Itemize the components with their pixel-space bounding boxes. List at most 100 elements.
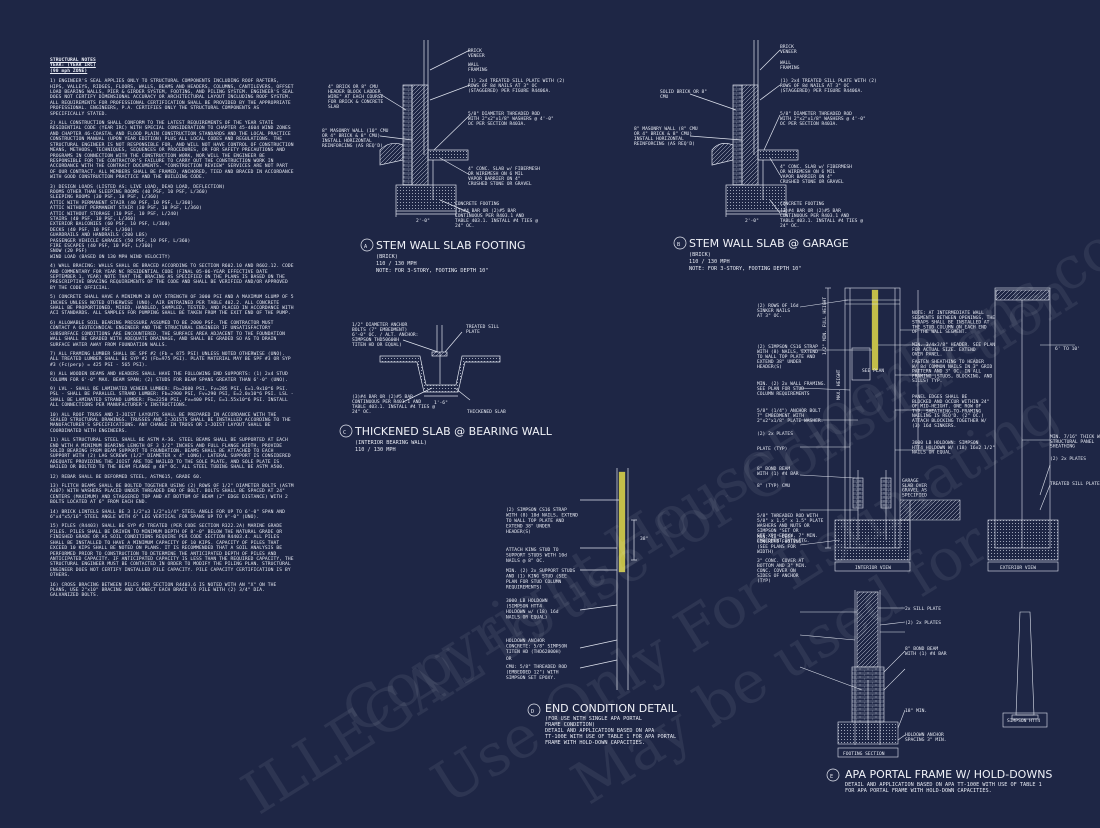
structural-note: 15) PILES (R4403) SHALL BE SYP #2 TREATE… (50, 524, 294, 579)
callout-label: W/ 8d COMMON NAILS IN 3" GRID (912, 364, 992, 370)
detail-a-subtitle-2: 110 / 130 MPH (376, 261, 417, 267)
callout-label: CMU: 5/8" THREADED ROD (506, 664, 567, 670)
callout-label: EMBEDMENT INTO FTG. (757, 538, 810, 544)
callout-label: NAILING IS REQ'D. (2" OC.) (912, 413, 984, 419)
callout-label: TO WALL TOP PLATE AND (506, 518, 564, 524)
detail-titles: A STEM WALL SLAB FOOTING (BRICK) 110 / 1… (339, 236, 1052, 794)
callout-label: SEE PLAN FOR STUD (757, 386, 804, 392)
callout-label: ROWS OF 8d NAILS AT 3" OC (468, 83, 537, 89)
callout-label: (EMBEDDED 12") WITH (506, 670, 559, 676)
callout-label: SUPPORT STUDS WITH 10d (506, 553, 567, 559)
callout-label: CONTINUOUS PER R403.1 AND (455, 213, 524, 219)
callout-label: 24" OC. (455, 223, 474, 229)
callout-label: 6' TO 10' (1055, 346, 1080, 352)
callout-label: SIMPSON THD50600H (352, 337, 399, 343)
callout-label: WALL (468, 62, 479, 68)
callout-label: SLAB (328, 104, 339, 110)
callout-label: SPACING 3" MIN. (905, 737, 947, 743)
callout-label: MAX. HEIGHT (836, 369, 842, 400)
callout-label: VENEER (468, 53, 485, 59)
callout-label: SPECIFIED (902, 492, 927, 498)
callout-label: OR (506, 656, 512, 662)
callout-label: (3)#4 BAR OR (2)#5 BAR (455, 208, 516, 214)
callout-label: REQUIREMENTS) (506, 585, 542, 591)
callout-label: REINFORCING (AS REQ'D) (322, 143, 383, 149)
callout-label: (2) SIMPSON CS16 STRAP (506, 507, 567, 513)
callout-label: SINKER NAILS (757, 308, 790, 314)
callout-label: TABLE 403.1. INSTALL #4 TIES @ (780, 218, 863, 224)
detail-c-letter: C (343, 430, 346, 436)
callout-label: PLATE (TYP) (757, 446, 787, 452)
callout-label: 3" CONC. COVER AT (757, 558, 804, 564)
callout-label: 4" CONC. SLAB w/ FIBERMESH (780, 164, 852, 170)
callout-label: 24" OC. (780, 223, 799, 229)
callout-label: TYP. SHEATHING-TO-FRAMING (912, 408, 981, 414)
callout-label: OC PER SECTION R403A. (780, 121, 838, 127)
structural-note: 12) REBAR SHALL BE DEFORMED STEEL, ASTM6… (50, 474, 202, 480)
callout-label: PATTERN AND 3" OC. IN ALL (912, 369, 981, 375)
callout-label: PLAN FOR STUD COLUMN (506, 579, 562, 585)
callout-label: 38" (640, 536, 648, 542)
callout-label: MIN. (2) 2x WALL FRAMING. (757, 381, 826, 387)
callout-label: 24" OC. (352, 409, 371, 415)
callout-label: SET-XP" EPOXY, 7" MIN. (757, 533, 818, 539)
detail-c-title: THICKENED SLAB @ BEARING WALL (354, 425, 553, 438)
detail-b-title: STEM WALL SLAB @ GARAGE (689, 237, 849, 250)
callout-label: THE STUD COLUMN ON EACH END (912, 324, 987, 330)
callout-label: WITH (1) #4 BAR (757, 471, 799, 477)
callout-label: 2'-0" (416, 218, 430, 224)
detail-a-stem-wall-slab-footing (379, 40, 471, 217)
callout-label: MIN. 3/4x3/8" HEADER. SEE PLAN (912, 342, 995, 348)
callout-label: BOTTOM AND 3" MIN. (757, 563, 807, 569)
callout-label: TITEN HD OR EQUAL) (352, 342, 402, 348)
callout-label: TITEN HD (THD62800H) (506, 649, 561, 655)
callout-label: SEGMENTS BETWEEN OPENINGS, THE (912, 315, 995, 321)
callout-label: COLUMN REQUIREMENTS (757, 391, 810, 397)
interior-view-label: INTERIOR VIEW (855, 565, 891, 571)
callout-label: GRAVEL AS (902, 488, 927, 494)
detail-b-subtitle-2: 110 / 130 MPH (689, 259, 730, 265)
callout-label: (3) 16d SINKERS. (912, 423, 956, 429)
callout-label: 7" EMBEDMENT WITH (757, 413, 804, 419)
callout-label: 5/8" DIAMETER THREADED ROD (468, 111, 540, 117)
callout-label: TABLE 403.1. INSTALL #4 TIES @ (352, 404, 435, 410)
callout-label: BRICK (468, 48, 482, 54)
structural-note: 7) ALL FRAMING LUMBER SHALL BE SPF #2 (F… (50, 351, 291, 368)
callout-label: (2) 2x PLATES (757, 431, 793, 437)
callout-label: SOLID BRICK OR 8" (660, 89, 707, 95)
callout-label: VAPOR BARRIER ON 4" (780, 174, 833, 180)
callout-label: 8" (TYP) CMU (757, 483, 790, 489)
callout-label: 3000 LB HOLDOWN: SIMPSON (912, 440, 979, 446)
callout-label: OC PER SECTION R403A. (468, 121, 526, 127)
callout-label: CRUSHED STONE OR GRAVEL (780, 179, 844, 185)
callout-label: 4" CONC. SLAB w/ FIBERMESH (468, 166, 540, 172)
detail-a-letter: A (364, 244, 368, 250)
callout-label: OVER PANEL. (912, 352, 942, 358)
callout-label: 8" BOND BEAM (757, 466, 790, 472)
structural-note: 4) WALL BRACING: WALLS SHALL BE BRACED A… (50, 264, 294, 291)
callout-label: 5/8" DIAMETER THREADED ROD (780, 111, 852, 117)
structural-note: 13) FLITCH BEAMS SHALL BE BOLTED TOGETHE… (50, 484, 294, 506)
structural-note: 10) ALL ROOF TRUSS AND I-JOIST LAYOUTS S… (50, 412, 291, 434)
detail-a-note: NOTE: FOR 3-STORY, FOOTING DEPTH 10" (376, 268, 488, 274)
detail-c-subtitle-1: (INTERIOR BEARING WALL) (355, 440, 427, 446)
callout-label: TABLE 403.1. INSTALL #4 TIES @ (455, 218, 538, 224)
callout-label: AND (1) KING STUD (SEE (506, 574, 567, 580)
detail-d-note-3: FRAME WITH HOLD-DOWN CAPACITIES. (545, 740, 645, 746)
callout-label: (2) 2x PLATES (905, 620, 941, 626)
callout-label: INSTALL HORIZONTAL (634, 136, 684, 142)
callout-label: OR 4" BRICK & 8" CMU) (634, 131, 692, 137)
callout-label: OR WIREMESH ON 6 MIL (780, 169, 836, 175)
callout-label: CONTINUOUS PER R403.1 AND (352, 399, 421, 405)
callout-label: (2) 2x PLATES (1050, 456, 1086, 462)
detail-e-title: APA PORTAL FRAME W/ HOLD-DOWNS (845, 768, 1052, 781)
callout-label: FRAMING (468, 67, 488, 73)
structural-note: 9) LVL - SHALL BE LAMINATED VENEER LUMBE… (50, 386, 294, 409)
callout-label: 2'-0" (745, 218, 759, 224)
structural-note: 2) ALL CONSTRUCTION SHALL CONFORM TO THE… (50, 121, 294, 181)
callout-label: PANEL EDGES SHALL BE (912, 394, 968, 400)
callout-label: FOR BRICK & CONCRETE (328, 99, 384, 105)
